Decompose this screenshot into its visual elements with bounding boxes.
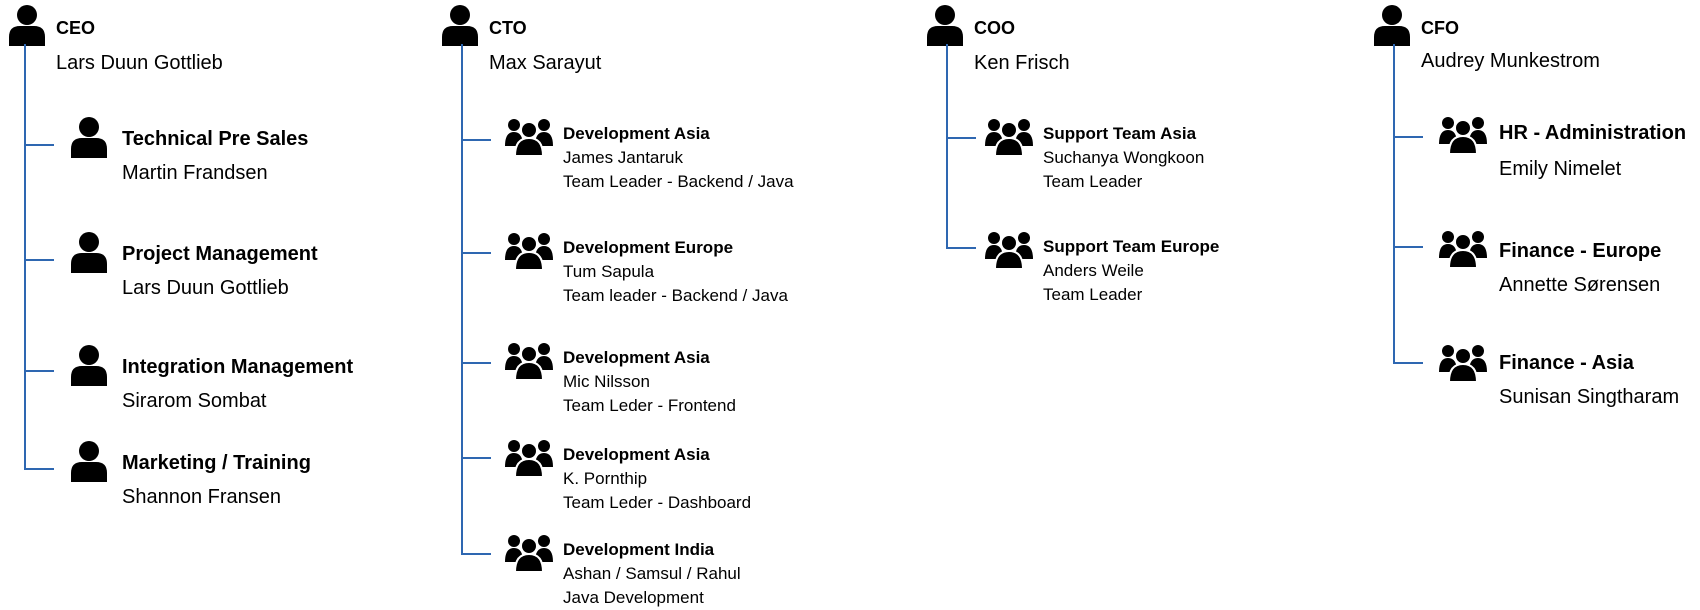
node-role: Team Leder - Frontend — [563, 396, 736, 415]
node-person-name: James Jantaruk — [563, 148, 683, 167]
group-icon — [505, 230, 553, 270]
node-person-name: K. Pornthip — [563, 469, 648, 488]
node-title: HR - Administration — [1499, 122, 1687, 144]
connector-line — [24, 44, 26, 470]
node-person-name: Annette Sørensen — [1499, 274, 1661, 296]
person-icon — [70, 116, 108, 158]
connector-branch — [461, 457, 491, 459]
node-person-name: Mic Nilsson — [563, 372, 650, 391]
group-icon — [1439, 114, 1487, 154]
node-title: Support Team Asia — [1043, 124, 1197, 143]
person-icon — [1373, 4, 1411, 46]
node-role: Team Leader — [1043, 285, 1143, 304]
connector-branch — [946, 137, 976, 139]
node-person-name: Lars Duun Gottlieb — [122, 277, 289, 299]
connector-branch — [1393, 246, 1423, 248]
node-title: Marketing / Training — [122, 452, 311, 474]
node-role: Team Leader - Backend / Java — [563, 172, 794, 191]
role-holder-name: Lars Duun Gottlieb — [56, 52, 223, 74]
person-icon — [8, 4, 46, 46]
person-icon — [70, 344, 108, 386]
role-title: COO — [974, 18, 1016, 38]
person-icon — [70, 231, 108, 273]
group-icon — [505, 116, 553, 156]
group-icon — [505, 340, 553, 380]
connector-branch — [461, 362, 491, 364]
node-title: Development Asia — [563, 348, 710, 367]
connector-line — [461, 44, 463, 554]
group-icon — [1439, 228, 1487, 268]
node-person-name: Anders Weile — [1043, 261, 1144, 280]
node-person-name: Suchanya Wongkoon — [1043, 148, 1205, 167]
role-title: CFO — [1421, 18, 1459, 38]
connector-branch — [24, 259, 54, 261]
person-icon — [441, 4, 479, 46]
person-icon — [926, 4, 964, 46]
connector-branch — [1393, 136, 1423, 138]
node-title: Project Management — [122, 243, 318, 265]
node-role: Team Leader — [1043, 172, 1143, 191]
node-person-name: Tum Sapula — [563, 262, 655, 281]
connector-branch — [461, 252, 491, 254]
connector-branch — [461, 139, 491, 141]
connector-branch — [461, 553, 491, 555]
connector-line — [1393, 44, 1395, 364]
role-holder-name: Audrey Munkestrom — [1421, 50, 1600, 72]
node-title: Development Asia — [563, 124, 710, 143]
node-title: Development Asia — [563, 445, 710, 464]
connector-branch — [24, 144, 54, 146]
node-title: Support Team Europe — [1043, 237, 1220, 256]
group-icon — [1439, 342, 1487, 382]
node-role: Java Development — [563, 588, 704, 607]
node-title: Technical Pre Sales — [122, 128, 309, 150]
node-title: Development India — [563, 540, 715, 559]
role-holder-name: Ken Frisch — [974, 52, 1070, 74]
group-icon — [985, 229, 1033, 269]
node-person-name: Martin Frandsen — [122, 162, 268, 184]
node-title: Integration Management — [122, 356, 354, 378]
role-title: CTO — [489, 18, 527, 38]
node-person-name: Sirarom Sombat — [122, 390, 267, 412]
node-title: Finance - Europe — [1499, 240, 1662, 262]
node-person-name: Ashan / Samsul / Rahul — [563, 564, 741, 583]
connector-line — [946, 44, 948, 249]
role-holder-name: Max Sarayut — [489, 52, 602, 74]
node-role: Team Leder - Dashboard — [563, 493, 752, 512]
connector-branch — [24, 468, 54, 470]
connector-branch — [1393, 362, 1423, 364]
node-person-name: Sunisan Singtharam — [1499, 386, 1680, 408]
node-person-name: Shannon Fransen — [122, 486, 282, 508]
node-role: Team leader - Backend / Java — [563, 286, 788, 305]
node-title: Finance - Asia — [1499, 352, 1634, 374]
node-title: Development Europe — [563, 238, 734, 257]
role-title: CEO — [56, 18, 96, 38]
connector-branch — [24, 370, 54, 372]
connector-branch — [946, 247, 976, 249]
group-icon — [505, 437, 553, 477]
person-icon — [70, 440, 108, 482]
node-person-name: Emily Nimelet — [1499, 158, 1622, 180]
group-icon — [505, 532, 553, 572]
group-icon — [985, 116, 1033, 156]
